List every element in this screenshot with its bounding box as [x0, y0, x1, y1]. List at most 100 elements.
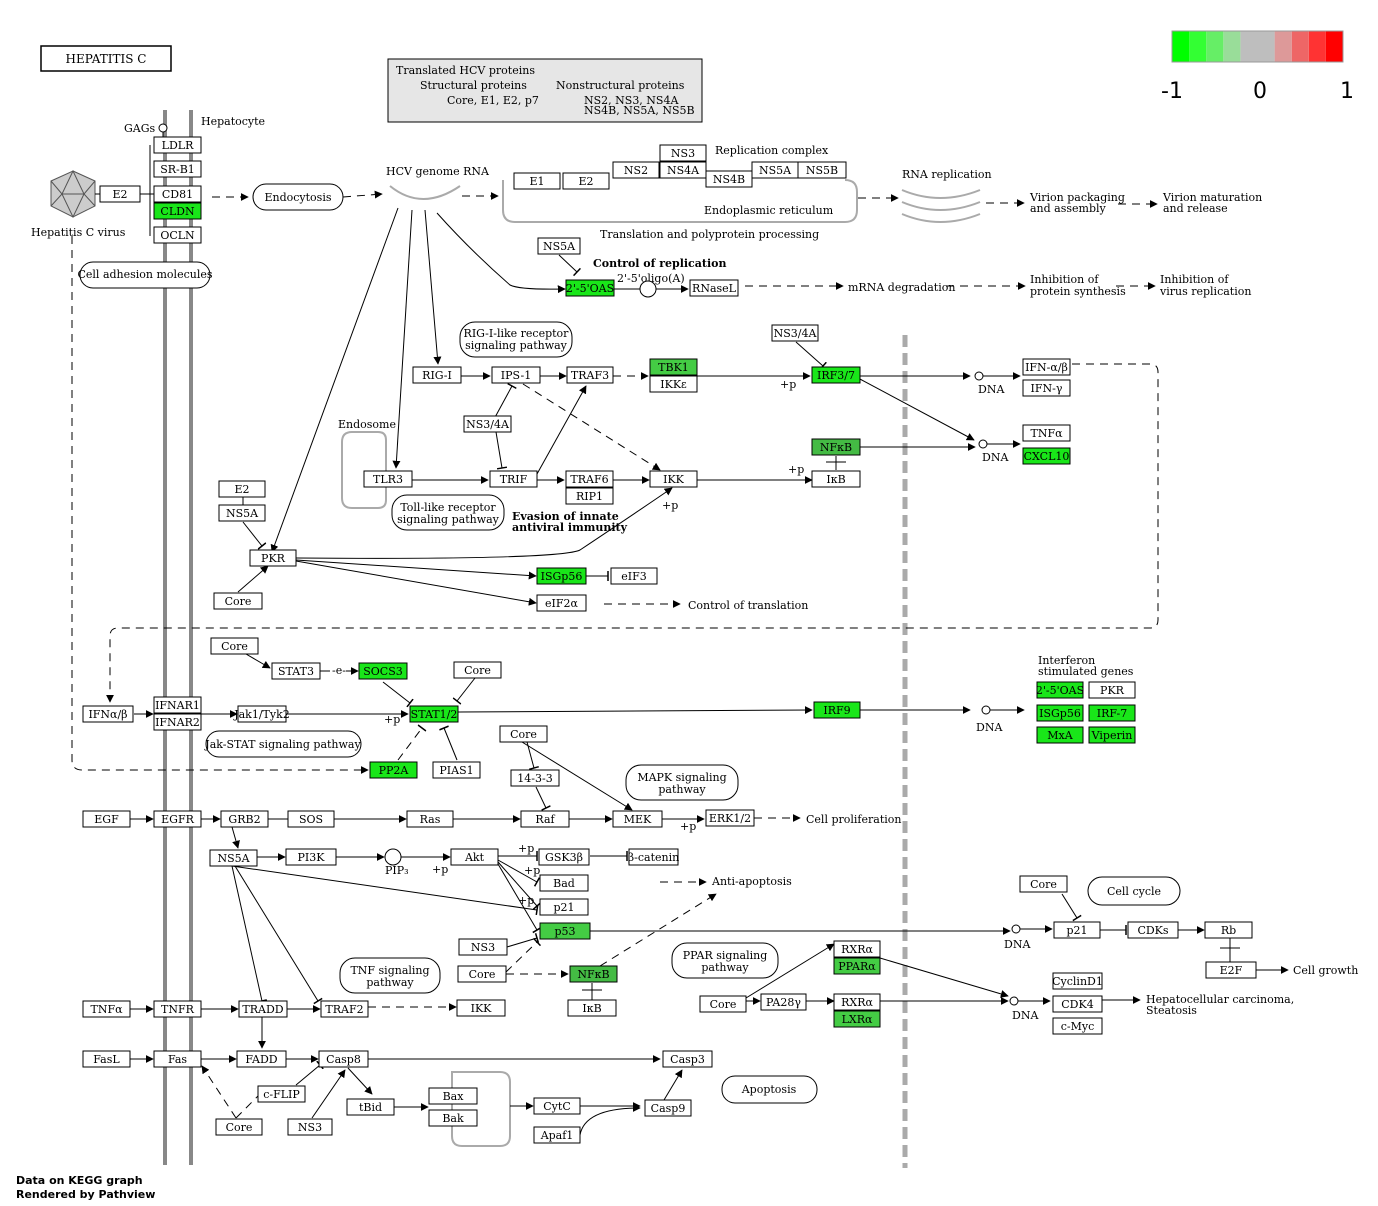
- gene-node-box[interactable]: [1052, 972, 1103, 990]
- gene-node-box[interactable]: [499, 725, 548, 743]
- gene-node-box[interactable]: [811, 366, 861, 384]
- gene-node-box[interactable]: [153, 1000, 202, 1018]
- gene-node-box[interactable]: [1053, 921, 1101, 939]
- gene-node-box[interactable]: [236, 1050, 287, 1068]
- gene-node-bcat[interactable]: β-catenin: [628, 848, 679, 866]
- gene-node-box[interactable]: [1127, 921, 1179, 939]
- gene-node-pp2a[interactable]: PP2A: [369, 761, 418, 779]
- gene-node-box[interactable]: [1052, 1017, 1103, 1035]
- gene-node-box[interactable]: [1088, 681, 1136, 699]
- gene-node-irf37[interactable]: IRF3/7: [811, 366, 861, 384]
- gene-node-nfkb-top[interactable]: NFκB: [811, 438, 861, 456]
- gene-node-box[interactable]: [153, 136, 202, 154]
- gene-node-box[interactable]: [428, 1109, 478, 1127]
- gene-node-ns5b[interactable]: NS5B: [797, 161, 847, 179]
- gene-node-irf7[interactable]: IRF-7: [1088, 704, 1136, 722]
- gene-node-box[interactable]: [533, 1097, 581, 1115]
- gene-node-box[interactable]: [358, 662, 408, 680]
- gene-node-box[interactable]: [218, 480, 266, 498]
- gene-node-nfkb-bot[interactable]: NFκB: [569, 965, 618, 983]
- gene-node-tnfa-top[interactable]: TNFα: [1022, 424, 1071, 442]
- gene-node-ldlr[interactable]: LDLR: [153, 136, 202, 154]
- gene-node-eif2a[interactable]: eIF2α: [536, 594, 587, 612]
- gene-node-box[interactable]: [649, 358, 698, 376]
- gene-node-box[interactable]: [562, 172, 610, 190]
- gene-node-box[interactable]: [320, 1000, 369, 1018]
- gene-node-box[interactable]: [612, 161, 660, 179]
- gene-node-box[interactable]: [539, 898, 589, 916]
- gene-node-ifnab-left[interactable]: IFNα/β: [82, 705, 134, 723]
- gene-node-box[interactable]: [285, 848, 337, 866]
- gene-node-e2-pkr[interactable]: E2: [218, 480, 266, 498]
- gene-node-box[interactable]: [565, 470, 614, 488]
- gene-node-core-nfkb[interactable]: Core: [457, 965, 507, 983]
- gene-node-box[interactable]: [220, 810, 269, 828]
- gene-node-box[interactable]: [489, 470, 538, 488]
- gene-node-traf3[interactable]: TRAF3: [566, 366, 614, 384]
- gene-node-akt[interactable]: Akt: [450, 848, 499, 866]
- gene-node-ifnar1[interactable]: IFNAR1: [153, 696, 202, 714]
- gene-node-box[interactable]: [833, 940, 881, 958]
- gene-node-box[interactable]: [565, 279, 615, 297]
- gene-node-egf[interactable]: EGF: [82, 810, 131, 828]
- gene-node-pa28g[interactable]: PA28γ: [760, 993, 807, 1011]
- gene-node-rnasel[interactable]: RNaseL: [689, 279, 739, 297]
- gene-node-stat3[interactable]: STAT3: [271, 662, 321, 680]
- gene-node-box[interactable]: [1019, 875, 1068, 893]
- gene-node-ns34a-mid[interactable]: NS3/4A: [463, 415, 512, 433]
- gene-node-box[interactable]: [153, 713, 202, 731]
- gene-node-cdks[interactable]: CDKs: [1127, 921, 1179, 939]
- gene-node-fas[interactable]: Fas: [153, 1050, 202, 1068]
- gene-node-irf9[interactable]: IRF9: [813, 701, 861, 719]
- gene-node-e2b[interactable]: E2: [562, 172, 610, 190]
- gene-node-box[interactable]: [538, 848, 590, 866]
- gene-node-core-ppar[interactable]: Core: [699, 995, 747, 1013]
- gene-node-cldn[interactable]: CLDN: [153, 202, 202, 220]
- gene-node-box[interactable]: [510, 769, 560, 787]
- gene-node-egfr[interactable]: EGFR: [153, 810, 202, 828]
- gene-node-box[interactable]: [760, 993, 807, 1011]
- gene-node-box[interactable]: [238, 1000, 288, 1018]
- gene-node-box[interactable]: [699, 995, 747, 1013]
- gene-node-raf[interactable]: Raf: [520, 810, 570, 828]
- gene-node-box[interactable]: [649, 375, 698, 393]
- pathway-rig-i[interactable]: [459, 321, 573, 358]
- gene-node-ikk-bot[interactable]: IKK: [456, 999, 506, 1017]
- pathway-apoptosis[interactable]: [721, 1075, 818, 1104]
- gene-node-pias1[interactable]: PIAS1: [432, 761, 481, 779]
- gene-node-eif3[interactable]: eIF3: [610, 567, 658, 585]
- gene-node-box[interactable]: [662, 1050, 713, 1068]
- gene-node-box[interactable]: [811, 438, 861, 456]
- gene-node-box[interactable]: [363, 470, 413, 488]
- gene-node-pkr[interactable]: PKR: [249, 549, 297, 567]
- gene-node-mek[interactable]: MEK: [612, 810, 663, 828]
- gene-node-fadd[interactable]: FADD: [236, 1050, 287, 1068]
- gene-node-rip1[interactable]: RIP1: [565, 487, 614, 505]
- gene-node-box[interactable]: [346, 1098, 395, 1116]
- gene-node-ns4b[interactable]: NS4B: [705, 170, 753, 188]
- gene-node-box[interactable]: [218, 504, 266, 522]
- gene-node-box[interactable]: [649, 470, 698, 488]
- gene-node-ppara[interactable]: PPARα: [833, 957, 881, 975]
- gene-node-box[interactable]: [458, 938, 508, 956]
- gene-node-box[interactable]: [833, 957, 881, 975]
- gene-node-cdk4[interactable]: CDK4: [1052, 995, 1103, 1013]
- gene-node-p21-right[interactable]: p21: [1053, 921, 1101, 939]
- gene-node-ikk-top[interactable]: IKK: [649, 470, 698, 488]
- gene-node-gsk3b[interactable]: GSK3β: [538, 848, 590, 866]
- gene-node-tbid[interactable]: tBid: [346, 1098, 395, 1116]
- gene-node-box[interactable]: [153, 202, 202, 220]
- gene-node-box[interactable]: [705, 170, 753, 188]
- gene-node-sos[interactable]: SOS: [287, 810, 335, 828]
- gene-node-box[interactable]: [82, 810, 131, 828]
- gene-node-e1[interactable]: E1: [513, 172, 561, 190]
- gene-node-box[interactable]: [1022, 447, 1071, 465]
- gene-node-stat12[interactable]: STAT1/2: [409, 705, 459, 723]
- gene-node-box[interactable]: [82, 705, 134, 723]
- gene-node-tnfr[interactable]: TNFR: [153, 1000, 202, 1018]
- gene-node-isg56-top[interactable]: ISGp56: [536, 567, 587, 585]
- pathway-toll-like[interactable]: [391, 494, 505, 531]
- gene-node-box[interactable]: [539, 874, 589, 892]
- gene-node-socs3[interactable]: SOCS3: [358, 662, 408, 680]
- gene-node-box[interactable]: [463, 415, 512, 433]
